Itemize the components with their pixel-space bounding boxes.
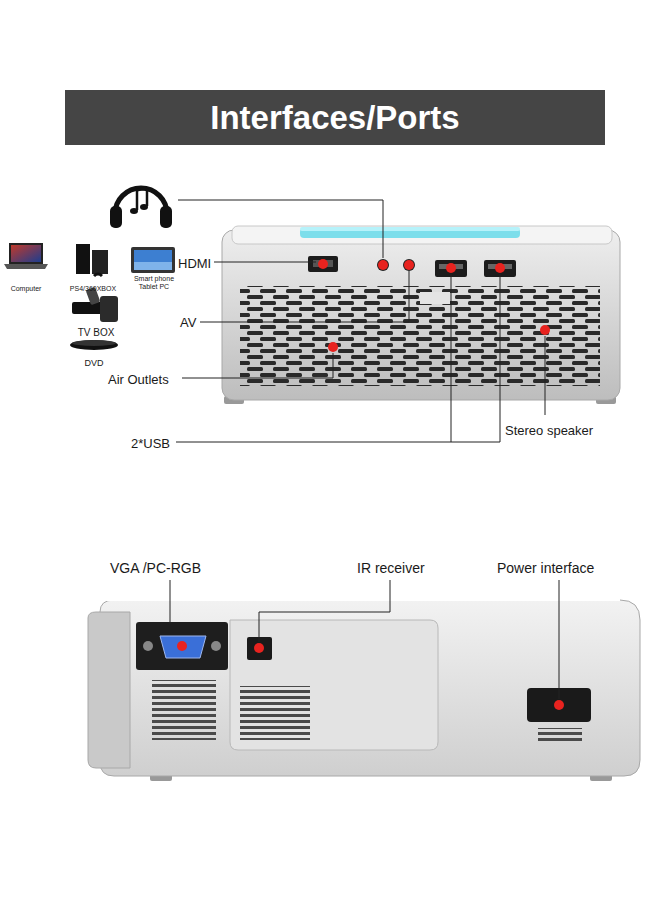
label-holder: TV BOX <box>70 322 122 340</box>
leader-lines-back <box>170 580 559 699</box>
label-holder: Computer <box>2 277 50 295</box>
port-label: HDMI <box>178 257 211 272</box>
projector-back <box>88 600 640 781</box>
label-holder: Air Outlets <box>108 370 169 388</box>
port-label: AV <box>180 316 196 331</box>
port-label: Air Outlets <box>108 373 169 388</box>
label-holder: Stereo speaker <box>505 421 593 439</box>
label-holder: HDMI <box>178 254 211 272</box>
port-label: 2*USB <box>131 437 170 452</box>
port-markers <box>318 259 550 352</box>
port-label: VGA /PC-RGB <box>110 560 201 576</box>
label-holder: DVD <box>76 352 112 370</box>
port-label: Stereo speaker <box>505 424 593 439</box>
label-holder: PS4/360XBOX <box>64 277 122 295</box>
title-band: Interfaces/Ports <box>65 90 605 145</box>
port-label: DVD <box>84 358 103 368</box>
port-markers-back <box>177 641 564 710</box>
dvd-icon <box>70 340 118 350</box>
port-label: Smart phone Tablet PC <box>128 275 180 291</box>
headphone-icon <box>110 188 172 228</box>
port-label: Power interface <box>497 560 594 576</box>
port-label: TV BOX <box>78 327 115 339</box>
laptop-icon <box>4 243 48 269</box>
port-label: PS4/360XBOX <box>70 285 116 293</box>
leader-lines <box>176 200 545 442</box>
projector-front <box>222 226 620 404</box>
port-label: Computer <box>11 285 42 293</box>
label-holder: 2*USB <box>131 434 170 452</box>
tv-box-icon <box>72 287 118 322</box>
label-holder: Power interface <box>497 559 594 577</box>
label-holder: Smart phone Tablet PC <box>128 275 180 293</box>
label-holder: IR receiver <box>357 559 425 577</box>
label-holder: VGA /PC-RGB <box>110 559 201 577</box>
tablet-icon <box>131 247 175 273</box>
label-holder: AV <box>180 313 196 331</box>
title-text: Interfaces/Ports <box>210 99 459 137</box>
console-icon <box>76 244 108 276</box>
port-label: IR receiver <box>357 560 425 576</box>
